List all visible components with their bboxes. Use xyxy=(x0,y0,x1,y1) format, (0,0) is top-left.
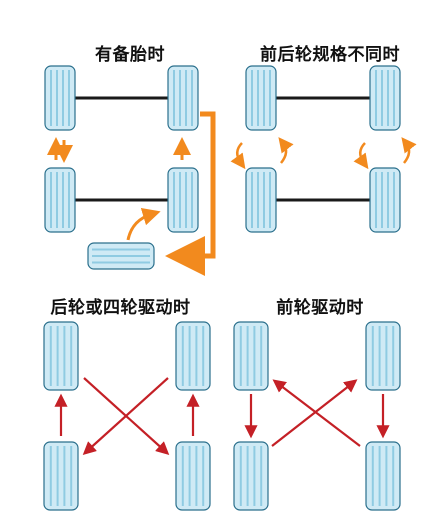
p1-rear-left-tire xyxy=(44,167,76,233)
p4-arrow-rear-left-to-front-right xyxy=(271,379,358,447)
p3-rear-right-tire xyxy=(175,441,211,511)
p2-arrow-right-outer xyxy=(401,137,417,164)
p4-front-right-tire xyxy=(365,321,401,391)
p4-rear-left-tire xyxy=(233,441,269,511)
p1-arrow-spare-to-rear xyxy=(126,207,161,241)
p3-front-right-tire xyxy=(175,321,211,391)
p4-front-left-tire xyxy=(233,321,269,391)
panel-title-diff-size: 前后轮规格不同时 xyxy=(260,45,400,65)
p2-rear-right-tire xyxy=(369,167,401,233)
p3-arrow-front-right-to-rear-left xyxy=(82,377,169,455)
p2-rear-left-tire xyxy=(245,167,277,233)
p1-front-right-tire xyxy=(167,65,199,131)
panel-title-fwd: 前轮驱动时 xyxy=(276,298,364,318)
p2-arrow-left-outer xyxy=(230,142,246,170)
p1-front-left-tire xyxy=(44,65,76,131)
p2-front-right-tire xyxy=(369,65,401,131)
p1-arrow-front-to-spare xyxy=(165,111,216,276)
p2-arrow-right-inner xyxy=(353,142,369,170)
panel-title-rwd-4wd: 后轮或四轮驱动时 xyxy=(50,298,191,318)
p1-spare-tire xyxy=(87,242,155,270)
p4-arrow-rear-right-to-front-left xyxy=(272,379,361,447)
p4-rear-right-tire xyxy=(365,441,401,511)
p2-arrow-left-inner xyxy=(278,137,294,164)
p2-front-left-tire xyxy=(245,65,277,131)
p3-rear-left-tire xyxy=(43,441,79,511)
p3-arrow-front-left-to-rear-right xyxy=(83,377,170,455)
panel-title-spare: 有备胎时 xyxy=(95,45,165,65)
p3-front-left-tire xyxy=(43,321,79,391)
p1-rear-right-tire xyxy=(167,167,199,233)
